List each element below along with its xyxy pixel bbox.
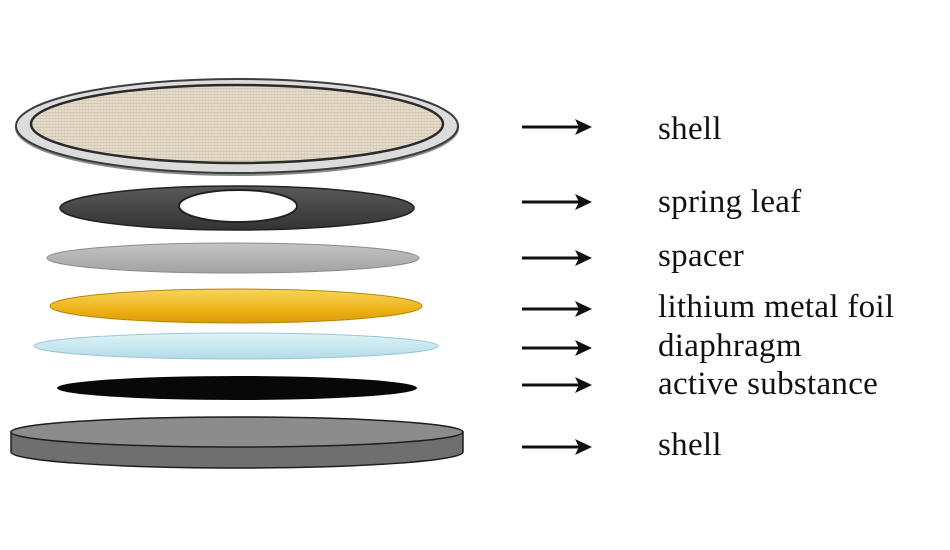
arrow-icon [522, 377, 592, 393]
label-bottom-shell: shell [658, 427, 722, 463]
top-shell-disc [15, 78, 459, 176]
arrow-icon [522, 439, 592, 455]
active-substance-disc [57, 376, 417, 400]
spacer-disc [46, 242, 420, 274]
label-lithium-metal-foil: lithium metal foil [658, 289, 895, 325]
label-active-substance: active substance [658, 366, 879, 402]
label-top-shell: shell [658, 111, 722, 147]
arrow-icon [522, 301, 592, 317]
label-diaphragm: diaphragm [658, 328, 802, 364]
lithium-foil-disc [49, 288, 423, 324]
arrow-icon [522, 340, 592, 356]
diaphragm-disc [33, 332, 439, 360]
label-spring-leaf: spring leaf [658, 184, 802, 220]
arrow-icon [522, 194, 592, 210]
bottom-shell-disc [10, 416, 464, 469]
label-spacer: spacer [658, 238, 745, 274]
arrow-icon [522, 250, 592, 266]
arrow-icon [522, 119, 592, 135]
spring-leaf-disc [59, 185, 415, 231]
